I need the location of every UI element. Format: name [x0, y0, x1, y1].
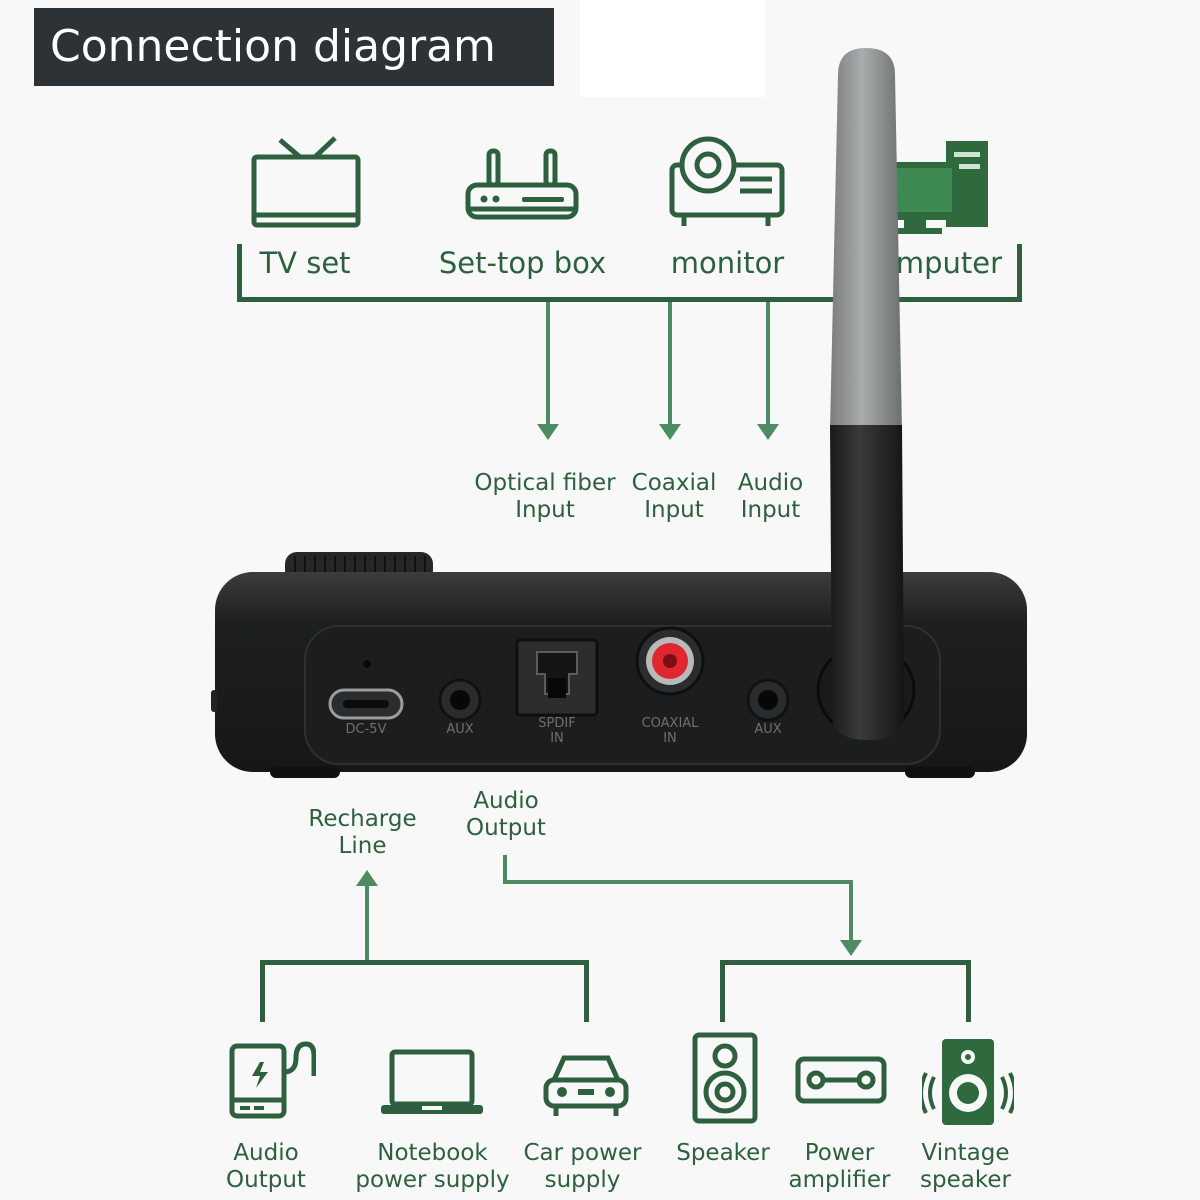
laptop-icon — [381, 1049, 483, 1114]
power-bracket-right — [584, 960, 589, 1022]
speaker-bracket-right — [966, 960, 971, 1022]
car-icon — [543, 1055, 629, 1116]
top-bracket-bottom — [237, 297, 1022, 302]
port-label-aux-right: AUX — [754, 722, 782, 737]
top-bracket-right — [1017, 244, 1022, 302]
top-bracket-left — [237, 244, 242, 302]
vintage-speaker-icon — [922, 1039, 1014, 1125]
arrow-audio-line — [766, 302, 770, 427]
tv-icon — [251, 136, 361, 228]
arrow-coaxial-head — [659, 424, 681, 440]
arrow-audio-out-down — [503, 855, 507, 884]
power-bank-icon — [229, 1041, 316, 1119]
arrow-audio-out-drop — [849, 880, 853, 942]
speaker-bracket-top — [720, 960, 971, 965]
arrow-coaxial-line — [668, 302, 672, 427]
arrow-recharge-line — [365, 884, 369, 964]
projector-icon — [669, 136, 785, 226]
speaker-label-speaker: Speaker — [676, 1140, 770, 1166]
router-icon — [465, 148, 579, 220]
source-label-tv: TV set — [259, 246, 351, 280]
title-backdrop — [580, 0, 765, 97]
speaker-bracket-left — [720, 960, 725, 1022]
port-label-dc: DC-5V — [345, 722, 387, 737]
port-label-aux-left: AUX — [446, 722, 474, 737]
source-label-set-top-box: Set-top box — [438, 246, 607, 280]
arrow-audio-out-head — [840, 940, 862, 956]
arrow-optical-line — [546, 302, 550, 427]
speaker-icon — [692, 1032, 758, 1124]
arrow-optical-head — [537, 424, 559, 440]
source-label-monitor: monitor — [670, 246, 785, 280]
arrow-audio-head — [757, 424, 779, 440]
amplifier-icon — [795, 1056, 887, 1104]
arrow-recharge-head — [356, 870, 378, 886]
power-bracket-top — [260, 960, 589, 965]
page-title: Connection diagram — [34, 8, 554, 86]
power-bracket-left — [260, 960, 265, 1022]
arrow-audio-out-across — [503, 880, 853, 884]
